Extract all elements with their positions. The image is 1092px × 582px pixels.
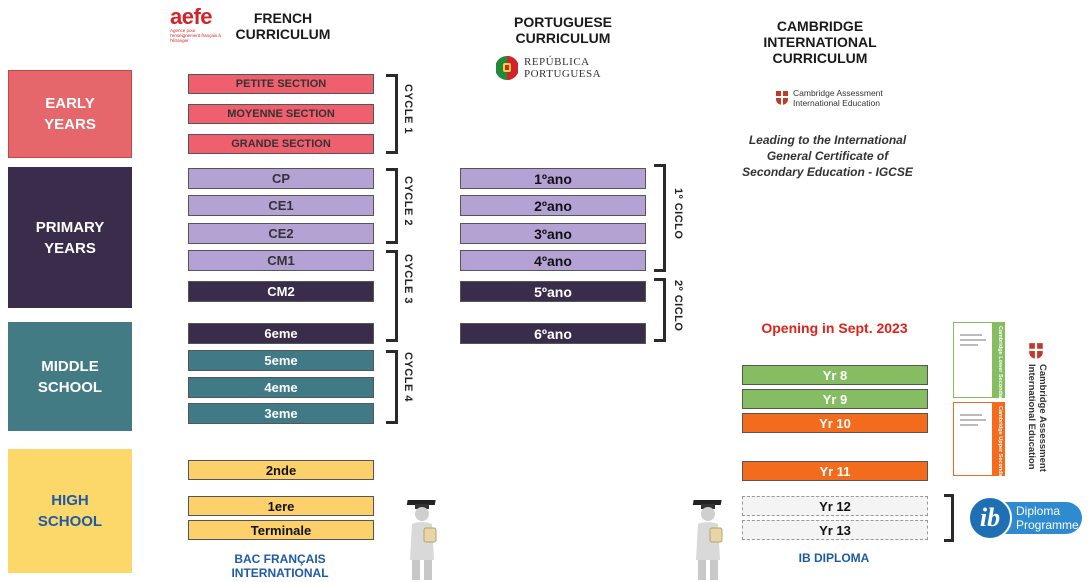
aefe-logo-text: aefe [170, 4, 213, 29]
republica-portuguesa-text: REPÚBLICA PORTUGUESA [524, 56, 602, 80]
bac-francais-caption: BAC FRANÇAIS INTERNATIONAL [231, 552, 329, 580]
portuguese-grade-3ano: 3ºano [460, 223, 646, 244]
ciclo-2-bracket [654, 278, 666, 342]
republica-portuguesa-logo: REPÚBLICA PORTUGUESA [496, 54, 616, 84]
aefe-logo-subtext: Agence pour l'enseignement français à l'… [170, 28, 221, 43]
cambridge-grade-yr13: Yr 13 [742, 520, 928, 540]
cambridge-lower-secondary-card: Cambridge Lower Secondary [953, 322, 1005, 402]
graduate-statue-icon [406, 500, 437, 580]
portuguese-grade-5ano: 5ºano [460, 281, 646, 302]
stage-middle-school: MIDDLE SCHOOL [8, 322, 132, 431]
cambridge-assessment-side-logo: Cambridge Assessment International Educa… [1010, 342, 1050, 472]
french-grade-terminale: Terminale [188, 520, 374, 540]
stage-primary-years-label: PRIMARY YEARS [35, 218, 105, 257]
french-grade-cm2: CM2 [188, 281, 374, 302]
cambridge-shield-side-icon [1029, 343, 1043, 359]
french-grade-ce1: CE1 [188, 195, 374, 216]
portuguese-grade-1ano: 1ºano [460, 168, 646, 189]
opening-note: Opening in Sept. 2023 [761, 320, 908, 336]
french-grade-5eme: 5eme [188, 350, 374, 371]
cambridge-curriculum-header: CAMBRIDGE INTERNATIONAL CURRICULUM [763, 18, 877, 66]
cambridge-grade-yr10: Yr 10 [742, 413, 928, 433]
french-grade-2nde: 2nde [188, 460, 374, 480]
french-grade-6eme: 6eme [188, 323, 374, 344]
ciclo-1-bracket [654, 164, 666, 272]
cambridge-lower-secondary-lines [960, 331, 986, 387]
stage-primary-years: PRIMARY YEARS [8, 167, 132, 308]
ib-diploma-logo: ib Diploma Programme [968, 496, 1088, 540]
cycle-2-label: CYCLE 2 [402, 176, 414, 226]
stage-high-school-label: HIGH SCHOOL [37, 492, 103, 530]
french-grade-ce2: CE2 [188, 223, 374, 244]
cambridge-upper-secondary-label: Cambridge Upper Secondary [997, 406, 1003, 482]
igcse-note: Leading to the International General Cer… [742, 133, 913, 179]
portugal-coat-of-arms-icon [496, 56, 518, 80]
portuguese-curriculum-header: PORTUGUESE CURRICULUM [513, 14, 612, 46]
portuguese-grade-4ano: 4ºano [460, 250, 646, 271]
cambridge-shield-icon [776, 91, 788, 105]
cambridge-upper-secondary-card: Cambridge Upper Secondary [953, 402, 1005, 482]
french-grade-moyenne-section: MOYENNE SECTION [188, 104, 374, 124]
cambridge-lower-secondary-strip [992, 323, 1004, 397]
portuguese-grade-6ano: 6ºano [460, 323, 646, 344]
stage-middle-school-label: MIDDLE SCHOOL [37, 357, 103, 396]
french-grade-1ere: 1ere [188, 496, 374, 516]
french-grade-cm1: CM1 [188, 250, 374, 271]
cambridge-grade-yr11: Yr 11 [742, 461, 928, 481]
cambridge-upper-secondary-strip [992, 403, 1004, 475]
stage-early-years: EARLY YEARS [8, 70, 132, 158]
cycle-4-label: CYCLE 4 [402, 352, 414, 402]
cycle-4-bracket [386, 350, 398, 424]
french-grade-4eme: 4eme [188, 377, 374, 398]
french-grade-cp: CP [188, 168, 374, 189]
french-curriculum-header: FRENCH CURRICULUM [235, 10, 331, 42]
french-grade-grande-section: GRANDE SECTION [188, 134, 374, 154]
cambridge-assessment-logo: Cambridge Assessment International Educa… [775, 88, 915, 110]
portuguese-grade-2ano: 2ºano [460, 195, 646, 216]
cambridge-grade-yr8: Yr 8 [742, 365, 928, 385]
cambridge-assessment-side-text: Cambridge Assessment International Educa… [1026, 364, 1048, 472]
cambridge-assessment-text: Cambridge Assessment International Educa… [793, 88, 883, 108]
cycle-2-bracket [386, 168, 398, 244]
cycle-3-label: CYCLE 3 [402, 254, 414, 304]
graduate-statue-icon [692, 500, 723, 580]
ib-logo-text: Diploma Programme [1016, 504, 1079, 532]
cambridge-upper-secondary-lines [960, 411, 986, 467]
cycle-3-bracket [386, 250, 398, 342]
cycle-1-label: CYCLE 1 [402, 84, 414, 134]
french-grade-petite-section: PETITE SECTION [188, 74, 374, 94]
cambridge-grade-yr9: Yr 9 [742, 389, 928, 409]
french-grade-3eme: 3eme [188, 403, 374, 424]
ib-bracket [944, 494, 954, 542]
ib-diploma-caption: IB DIPLOMA [798, 551, 870, 565]
ciclo-1-label: 1º CICLO [672, 188, 684, 240]
cycle-1-bracket [386, 74, 398, 154]
ciclo-2-label: 2º CICLO [672, 280, 684, 332]
stage-high-school: HIGH SCHOOL [8, 449, 132, 573]
ib-logo-circle: ib [968, 496, 1012, 540]
cambridge-grade-yr12: Yr 12 [742, 496, 928, 516]
stage-early-years-label: EARLY YEARS [44, 95, 96, 133]
aefe-logo: aefe Agence pour l'enseignement français… [170, 6, 230, 50]
cambridge-lower-secondary-label: Cambridge Lower Secondary [997, 326, 1003, 403]
